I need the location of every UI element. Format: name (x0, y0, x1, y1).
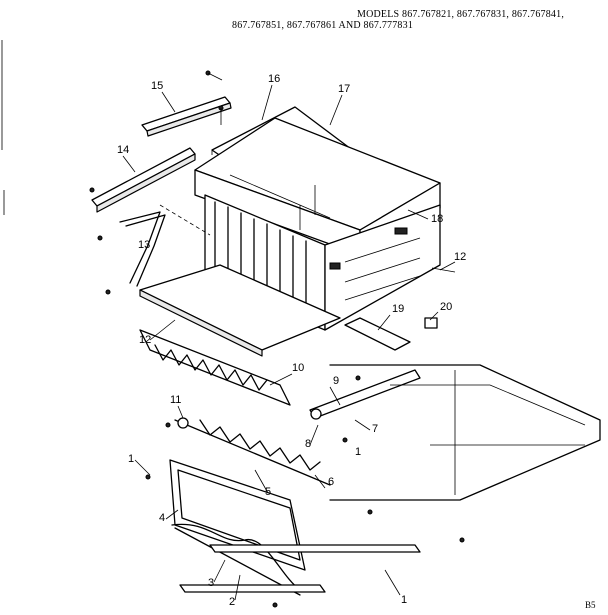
part-12-base-tray (139, 264, 456, 357)
part-6-lower-deflector (199, 419, 321, 471)
part-3-filter (171, 523, 301, 596)
part-9-roller (309, 369, 421, 420)
callout-13: 13 (138, 239, 150, 251)
callout-7: 7 (372, 423, 378, 435)
models-header-line-1: MODELS 867.767821, 867.767831, 867.76784… (357, 9, 565, 20)
part-7-frame (329, 364, 601, 501)
callout-1-bottom: 1 (401, 594, 407, 606)
part-11-shaft (165, 417, 331, 486)
part-10-deflector (139, 329, 291, 406)
callout-labels: 15 16 17 14 13 18 12 20 19 12 10 9 11 8 … (117, 73, 466, 608)
part-4-front-panel (169, 459, 306, 571)
models-header-line-2: 867.767851, 867.767861 AND 867.777831 (232, 20, 414, 31)
callout-1-left: 1 (128, 453, 134, 465)
part-20-clip (424, 317, 438, 329)
part-2-bottom-rail (179, 544, 421, 593)
callout-18: 18 (431, 213, 443, 225)
callout-20: 20 (440, 301, 452, 313)
part-14-side-rail (89, 147, 196, 213)
corner-mark: B5 (585, 600, 596, 610)
callout-17: 17 (338, 83, 350, 95)
callout-3: 3 (208, 577, 214, 589)
callout-4: 4 (159, 512, 165, 524)
leader-lines (122, 84, 456, 601)
part-19-strip (344, 317, 411, 351)
callout-8: 8 (305, 438, 311, 450)
part-15-rail (141, 70, 232, 137)
callout-9: 9 (333, 375, 339, 387)
callout-19: 19 (392, 303, 404, 315)
callout-16: 16 (268, 73, 280, 85)
callout-14: 14 (117, 144, 129, 156)
callout-2: 2 (229, 596, 235, 608)
callout-1-mid: 1 (355, 446, 361, 458)
callout-10: 10 (292, 362, 304, 374)
part-18-cabinet (204, 194, 441, 331)
callout-12-left: 12 (139, 334, 151, 346)
callout-6: 6 (328, 476, 334, 488)
screws (145, 375, 465, 608)
callout-15: 15 (151, 80, 163, 92)
callout-12-right: 12 (454, 251, 466, 263)
callout-11: 11 (170, 394, 181, 406)
callout-5: 5 (265, 486, 271, 498)
part-13-bracket (97, 204, 211, 295)
